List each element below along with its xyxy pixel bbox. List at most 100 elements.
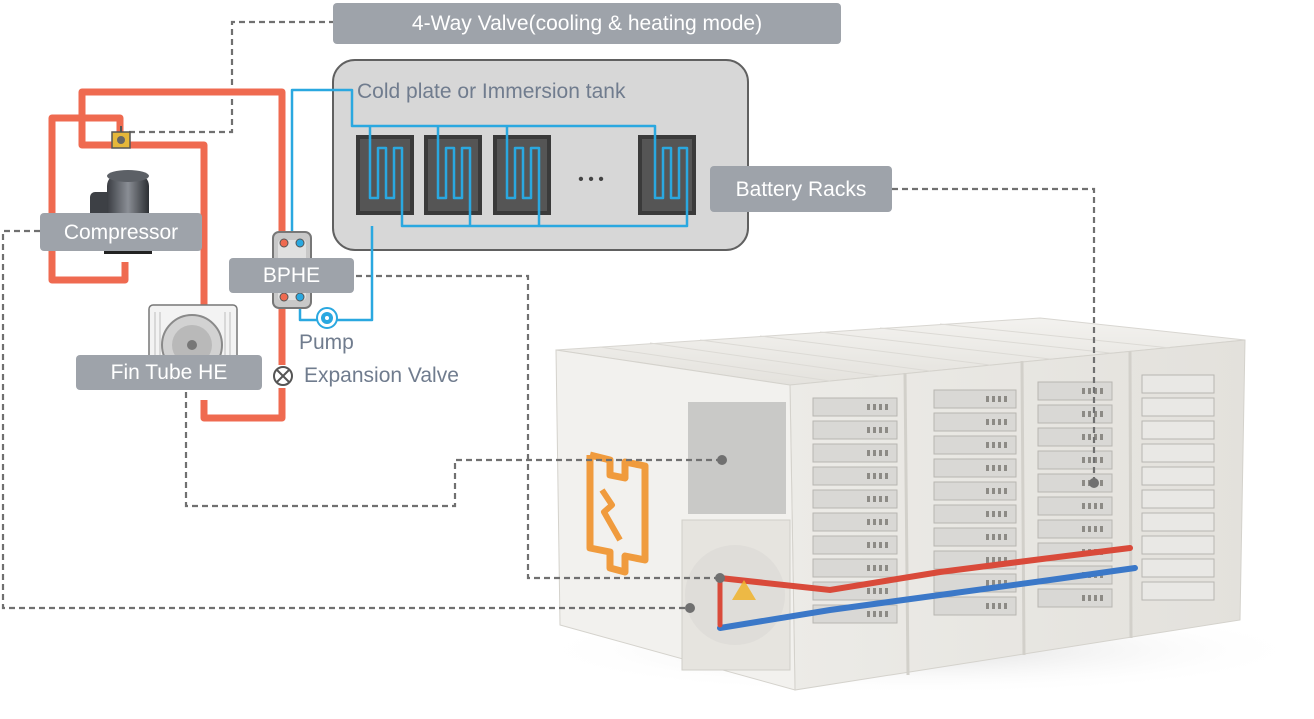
battery-module-indicator (1088, 595, 1091, 601)
pump-label: Pump (299, 331, 354, 354)
battery-module-indicator (1100, 411, 1103, 417)
battery-module (933, 458, 1017, 478)
battery-module-indicator (1100, 480, 1103, 486)
battery-module (1037, 450, 1113, 470)
battery-module (933, 481, 1017, 501)
battery-module-indicator (885, 565, 888, 571)
coolant-loop (290, 88, 689, 322)
battery-module-indicator (885, 542, 888, 548)
battery-module-indicator (867, 404, 870, 410)
battery-module-indicator (873, 611, 876, 617)
battery-module-indicator (992, 534, 995, 540)
battery-module-indicator (1082, 526, 1085, 532)
four-way-valve-label: 4-Way Valve(cooling & heating mode) (333, 3, 841, 44)
battery-module-indicator (873, 473, 876, 479)
battery-module-indicator (992, 465, 995, 471)
refrigerant-loop (48, 88, 286, 422)
expansion-valve-icon (273, 366, 293, 386)
battery-module-indicator (879, 473, 882, 479)
battery-module-indicator (992, 488, 995, 494)
battery-module-indicator (986, 580, 989, 586)
battery-module-indicator (879, 542, 882, 548)
battery-module-indicator (1100, 457, 1103, 463)
battery-module-indicator (873, 519, 876, 525)
battery-module-indicator (1100, 434, 1103, 440)
battery-module-indicator (867, 519, 870, 525)
battery-module-indicator (1094, 503, 1097, 509)
battery-module-indicator (1100, 526, 1103, 532)
battery-module (1037, 588, 1113, 608)
battery-module-indicator (885, 519, 888, 525)
battery-module-indicator (873, 588, 876, 594)
battery-module (933, 504, 1017, 524)
battery-container (530, 317, 1310, 695)
battery-racks-group (812, 374, 1215, 624)
battery-module-indicator (867, 588, 870, 594)
battery-module-indicator (998, 396, 1001, 402)
battery-module (1141, 512, 1215, 532)
battery-module-indicator (986, 511, 989, 517)
battery-module-indicator (1088, 457, 1091, 463)
battery-module-indicator (992, 557, 995, 563)
battery-module-indicator (867, 473, 870, 479)
battery-racks-label: Battery Racks (710, 166, 892, 212)
battery-module-indicator (998, 557, 1001, 563)
battery-module-indicator (986, 396, 989, 402)
battery-module-indicator (879, 427, 882, 433)
battery-module-indicator (986, 534, 989, 540)
battery-module-indicator (998, 534, 1001, 540)
battery-module (1141, 397, 1215, 417)
battery-module (812, 535, 898, 555)
battery-module-indicator (986, 442, 989, 448)
four-way-valve-icon (111, 126, 131, 149)
battery-module (933, 527, 1017, 547)
battery-module-indicator (1004, 557, 1007, 563)
battery-module-indicator (879, 496, 882, 502)
container-posts (903, 350, 1133, 676)
container-piping (717, 545, 1138, 631)
battery-module-indicator (873, 404, 876, 410)
battery-module-indicator (879, 588, 882, 594)
battery-module-indicator (1088, 388, 1091, 394)
battery-module (933, 596, 1017, 616)
battery-module (812, 489, 898, 509)
battery-module-indicator (1082, 595, 1085, 601)
battery-module-indicator (1082, 411, 1085, 417)
battery-module-indicator (1088, 411, 1091, 417)
battery-module (1037, 381, 1113, 401)
battery-module (1141, 374, 1215, 394)
battery-module-indicator (867, 427, 870, 433)
battery-module-indicator (1004, 396, 1007, 402)
battery-module-indicator (986, 465, 989, 471)
tank-ellipsis: • • • (578, 171, 604, 188)
battery-module-indicator (992, 511, 995, 517)
battery-module-indicator (1088, 526, 1091, 532)
battery-module-indicator (1094, 388, 1097, 394)
cold-plates (356, 135, 696, 215)
battery-module-indicator (992, 419, 995, 425)
battery-module (1141, 581, 1215, 601)
battery-module-indicator (1094, 526, 1097, 532)
battery-module-indicator (1082, 434, 1085, 440)
pump-icon (316, 307, 338, 329)
battery-module-indicator (998, 603, 1001, 609)
battery-module-indicator (1004, 511, 1007, 517)
battery-module-indicator (1082, 388, 1085, 394)
roof-ribs (599, 323, 1171, 382)
battery-module (1141, 443, 1215, 463)
battery-module-indicator (1100, 595, 1103, 601)
battery-module-indicator (885, 496, 888, 502)
battery-module-indicator (867, 611, 870, 617)
battery-module (1141, 558, 1215, 578)
battery-module (812, 420, 898, 440)
compressor-label: Compressor (40, 213, 202, 251)
battery-module-indicator (1100, 503, 1103, 509)
leader-fin-tube (184, 392, 722, 508)
battery-module-indicator (885, 611, 888, 617)
battery-module-indicator (873, 565, 876, 571)
container-logo (586, 451, 649, 576)
battery-module-indicator (998, 511, 1001, 517)
battery-module-indicator (879, 519, 882, 525)
leader-compressor (1, 229, 690, 610)
battery-module-indicator (867, 496, 870, 502)
